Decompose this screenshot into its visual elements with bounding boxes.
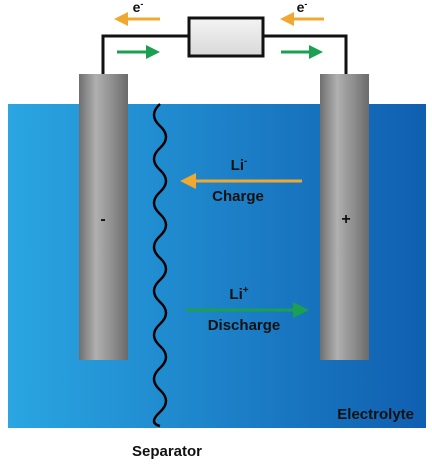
discharge-wire-arrow-left	[117, 45, 160, 59]
charge-ion-label: Li-	[231, 156, 248, 174]
discharge-ion-arrow	[186, 302, 309, 318]
discharge-label: Discharge	[208, 317, 281, 334]
charge-ion-arrow	[180, 173, 302, 189]
electron-label-right: e-	[297, 0, 308, 15]
electron-label-left: e-	[133, 0, 144, 15]
discharge-ion-label: Li+	[229, 285, 248, 303]
anode-electrode	[79, 74, 128, 360]
separator-line	[152, 103, 168, 428]
cathode-electrode	[320, 74, 369, 360]
circuit-wire	[101, 34, 348, 74]
discharge-wire-arrow-right	[281, 45, 323, 59]
charge-label: Charge	[212, 188, 264, 205]
separator-label: Separator	[132, 443, 202, 460]
cathode-polarity-label: +	[341, 211, 350, 228]
electron-arrow-right	[280, 12, 324, 26]
electron-arrow-left	[114, 12, 160, 26]
electrolyte-label: Electrolyte	[337, 406, 414, 423]
load-resistor	[187, 16, 265, 58]
anode-polarity-label: -	[100, 211, 105, 228]
